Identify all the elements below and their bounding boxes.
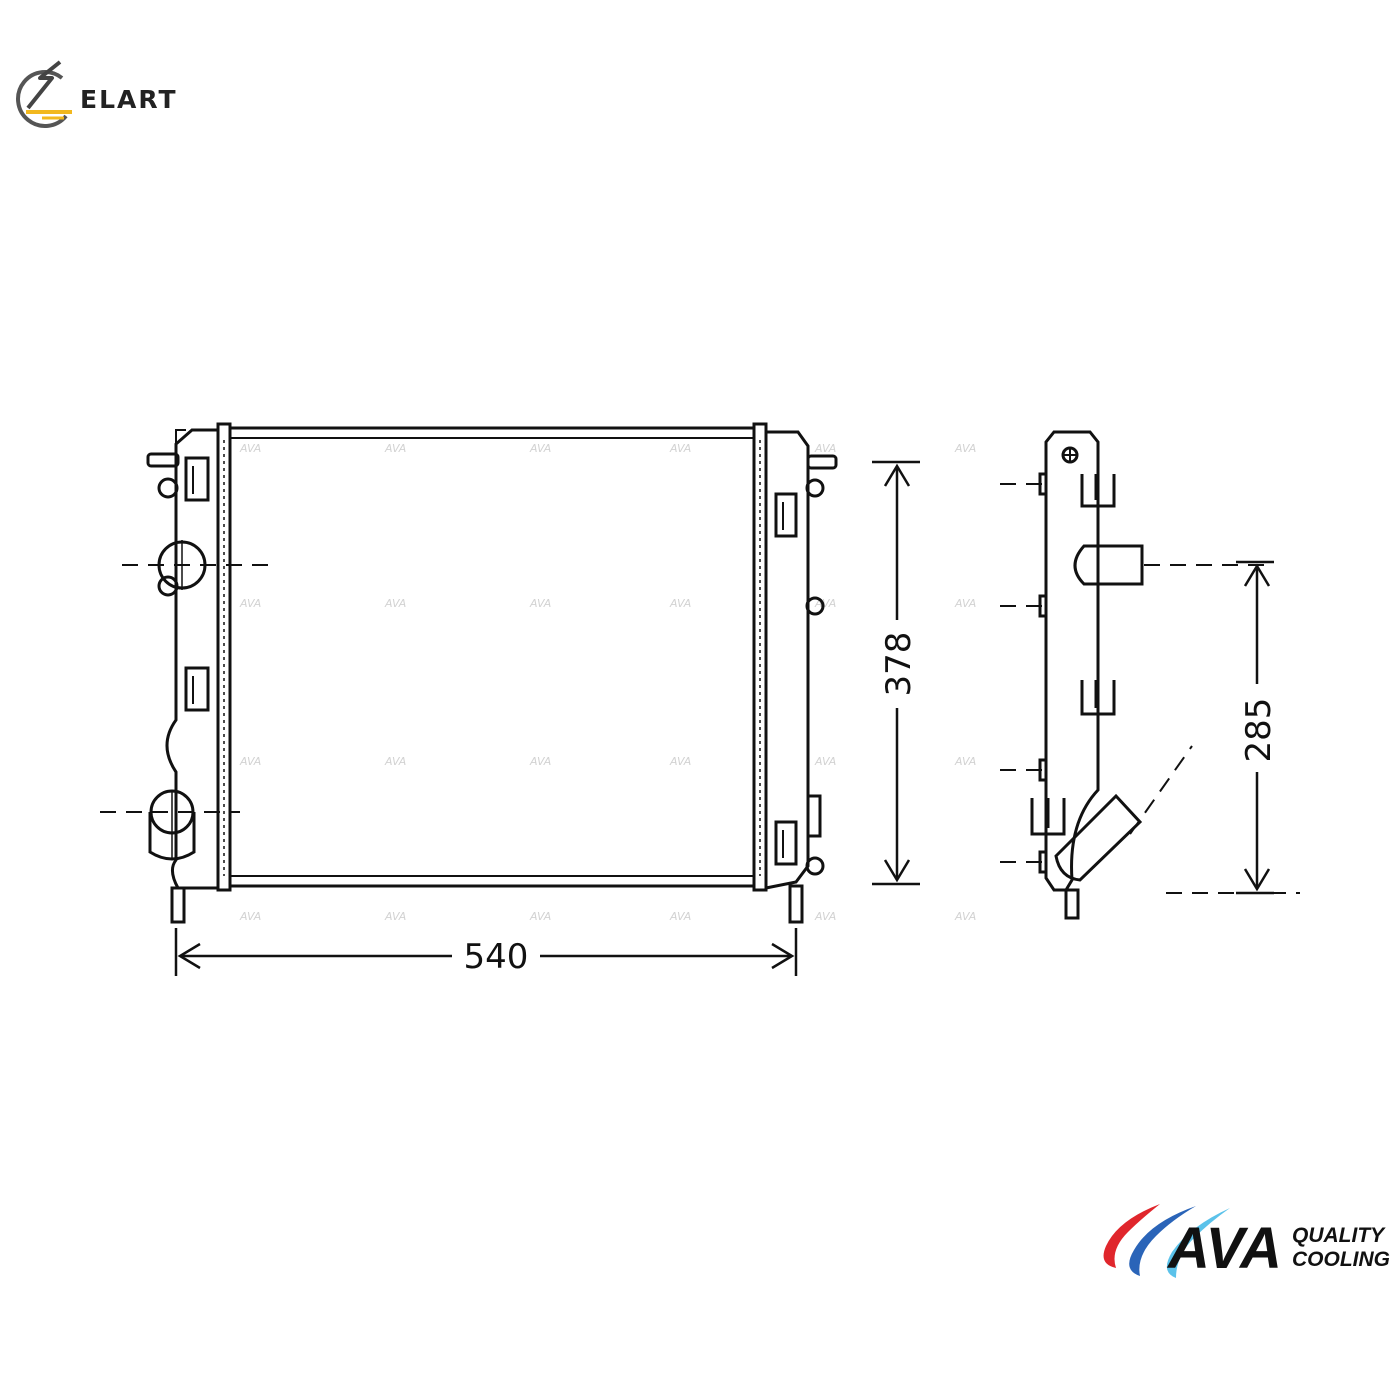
width-dimension-label: 540	[464, 937, 529, 977]
svg-text:AVA: AVA	[814, 755, 836, 768]
svg-text:AVA: AVA	[669, 597, 691, 610]
ava-tagline-line2: COOLING	[1292, 1248, 1390, 1271]
height-dimension-label: 378	[879, 632, 919, 697]
right-side-plate	[752, 422, 768, 892]
watermark-pattern: AVA AVA AVA AVA AVA AVA AVA AVA AVA AVA AVA AVA AV…	[239, 442, 976, 923]
side-inlet-spigot	[1073, 544, 1144, 586]
svg-text:AVA: AVA	[239, 597, 261, 610]
svg-text:AVA: AVA	[384, 755, 406, 768]
svg-text:AVA: AVA	[814, 910, 836, 923]
svg-text:AVA: AVA	[239, 442, 261, 455]
elart-logo: ELART	[16, 60, 178, 128]
height-dimension	[872, 460, 920, 886]
ava-wordmark: AVA	[1166, 1216, 1282, 1281]
svg-text:AVA: AVA	[529, 910, 551, 923]
svg-text:AVA: AVA	[384, 442, 406, 455]
svg-text:AVA: AVA	[669, 442, 691, 455]
right-tank	[765, 430, 810, 890]
svg-text:AVA: AVA	[954, 910, 976, 923]
svg-text:AVA: AVA	[669, 755, 691, 768]
svg-text:AVA: AVA	[239, 910, 261, 923]
svg-text:AVA: AVA	[954, 442, 976, 455]
left-tank	[165, 428, 218, 890]
svg-text:AVA: AVA	[384, 910, 406, 923]
side-outlet-spigot	[1054, 793, 1143, 882]
outlet-dimension-label: 285	[1239, 698, 1279, 763]
width-dimension	[174, 928, 798, 976]
svg-text:AVA: AVA	[239, 755, 261, 768]
ava-swoosh-icon	[1103, 1204, 1230, 1278]
radiator-core	[228, 426, 756, 888]
ava-logo: AVA QUALITY COOLING	[1103, 1204, 1390, 1281]
front-centerlines	[100, 564, 268, 813]
svg-text:AVA: AVA	[814, 442, 836, 455]
side-centerlines	[1000, 483, 1300, 894]
ava-tagline-line1: QUALITY	[1292, 1224, 1386, 1247]
svg-text:AVA: AVA	[384, 597, 406, 610]
svg-text:AVA: AVA	[954, 755, 976, 768]
svg-text:AVA: AVA	[529, 597, 551, 610]
left-side-plate	[216, 422, 232, 892]
elart-emblem-icon	[16, 60, 72, 128]
svg-text:AVA: AVA	[529, 442, 551, 455]
svg-text:AVA: AVA	[669, 910, 691, 923]
radiator-side-view	[1030, 430, 1144, 920]
svg-text:AVA: AVA	[529, 755, 551, 768]
elart-wordmark: ELART	[80, 85, 178, 114]
outlet-dimension	[1236, 560, 1274, 895]
svg-text:AVA: AVA	[954, 597, 976, 610]
radiator-front-view	[146, 422, 838, 924]
